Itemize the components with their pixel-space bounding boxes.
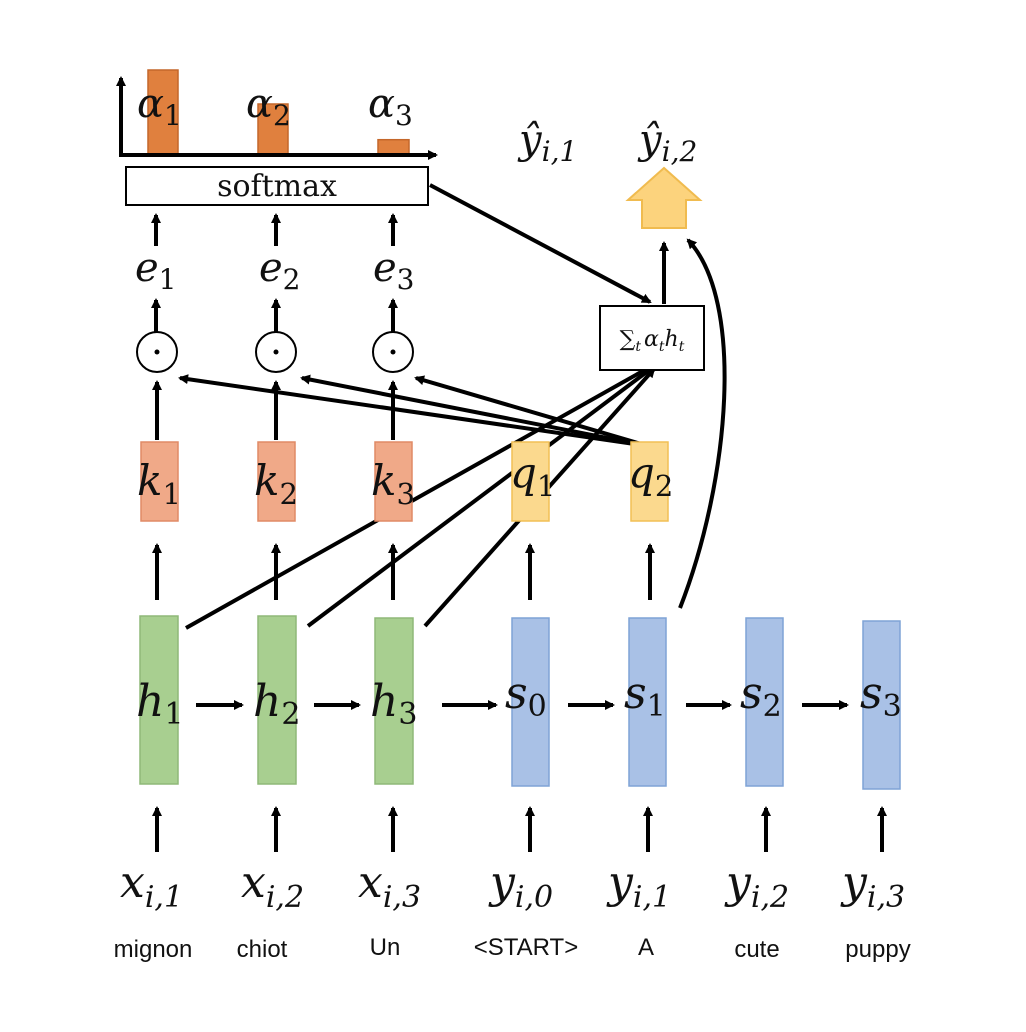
query-nodes: q1 q2 [510, 441, 673, 522]
decoder-label-0: s0 [505, 668, 547, 724]
output-label-2: ŷi,2 [637, 117, 697, 168]
input-labels: xi,1 xi,2 xi,3 yi,0 yi,1 yi,2 yi,3 [120, 857, 905, 915]
encoder-box-2 [257, 615, 297, 785]
input-label-7: yi,3 [840, 857, 905, 915]
key-box-3 [374, 441, 413, 522]
input-label-6: yi,2 [724, 857, 789, 915]
query-label-2: q2 [628, 448, 673, 503]
state-to-kq-arrows [152, 543, 655, 600]
alpha-bar-3 [377, 138, 410, 156]
score-labels: e1 e2 e3 [135, 245, 415, 296]
encoder-box-1 [139, 615, 179, 785]
decoder-label-2: s2 [740, 668, 782, 724]
query-box-1 [511, 441, 550, 522]
output-label-1: ŷi,1 [517, 117, 577, 168]
alpha-label-2: α2 [246, 81, 291, 132]
key-box-2 [257, 441, 296, 522]
decoder-label-3: s3 [860, 668, 902, 724]
decoder-box-1 [628, 617, 667, 787]
word-label-4: <START> [474, 934, 578, 961]
decoder-states: s0 s1 s2 s3 [505, 617, 902, 790]
encoder-label-2: h2 [253, 676, 300, 732]
decoder-to-output-curve [678, 238, 727, 609]
encoder-label-3: h3 [370, 676, 417, 732]
key-nodes: k1 k2 k3 [137, 441, 415, 522]
word-labels: mignon chiot Un <START> A cute puppy [114, 934, 911, 963]
softmax-label: softmax [217, 169, 337, 204]
encoder-label-1: h1 [136, 676, 183, 732]
output-labels: ŷi,1 ŷi,2 [517, 117, 697, 168]
output-block-arrow [625, 166, 703, 229]
input-label-4: yi,0 [488, 857, 553, 915]
input-label-1: xi,1 [120, 857, 183, 915]
input-to-state-arrows [152, 806, 887, 852]
encoder-box-3 [374, 617, 414, 785]
alpha-label-1: α1 [137, 81, 182, 132]
input-label-3: xi,3 [358, 857, 421, 915]
dot-to-score-arrows [151, 298, 398, 332]
decoder-box-0 [511, 617, 550, 787]
dot-product-nodes [136, 331, 414, 373]
attention-histogram: α1 α2 α3 [116, 69, 438, 160]
word-label-6: cute [734, 936, 779, 963]
word-label-5: A [638, 934, 654, 961]
decoder-box-3 [862, 620, 901, 790]
score-to-softmax-arrows [151, 213, 398, 246]
score-label-1: e1 [135, 245, 177, 296]
softmax-to-sum-arrow [429, 183, 652, 304]
query-to-dot-arrows [178, 374, 649, 448]
input-label-2: xi,2 [241, 857, 304, 915]
softmax-block: softmax [125, 166, 429, 206]
query-label-1: q1 [510, 448, 555, 503]
word-label-1: mignon [114, 936, 193, 963]
decoder-box-2 [745, 617, 784, 787]
input-label-5: yi,1 [606, 857, 671, 915]
query-box-2 [630, 441, 669, 522]
alpha-bar-1 [147, 69, 179, 156]
word-label-3: Un [370, 934, 401, 961]
key-label-2: k2 [254, 456, 298, 511]
encoder-states: h1 h2 h3 [136, 615, 417, 785]
word-label-2: chiot [237, 936, 288, 963]
key-box-1 [140, 441, 179, 522]
alpha-label-3: α3 [368, 81, 413, 132]
softmax-box [125, 166, 429, 206]
weighted-sum-box [599, 305, 705, 371]
key-label-1: k1 [137, 456, 181, 511]
decoder-label-1: s1 [624, 668, 666, 724]
key-label-3: k3 [371, 456, 415, 511]
score-label-2: e2 [259, 245, 301, 296]
score-label-3: e3 [373, 245, 415, 296]
word-label-7: puppy [845, 936, 910, 963]
